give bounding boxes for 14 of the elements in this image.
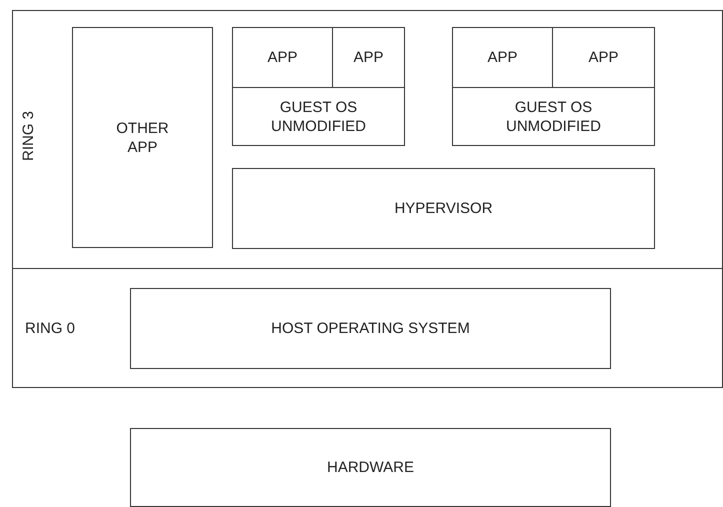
- component-box: GUEST OS UNMODIFIED: [452, 87, 655, 146]
- component-box: APP: [232, 27, 333, 88]
- ring-layer-panel: [12, 10, 723, 269]
- component-box: APP: [552, 27, 655, 88]
- component-box: GUEST OS UNMODIFIED: [232, 87, 405, 146]
- component-box: HYPERVISOR: [232, 168, 655, 249]
- ring-label: RING 3: [19, 110, 38, 161]
- component-box: HOST OPERATING SYSTEM: [130, 288, 611, 369]
- ring-layer-panel: [12, 268, 723, 388]
- component-box: APP: [332, 27, 405, 88]
- ring-label: RING 0: [25, 319, 76, 338]
- component-box: APP: [452, 27, 553, 88]
- component-box: HARDWARE: [130, 428, 611, 507]
- component-box: OTHER APP: [72, 27, 213, 248]
